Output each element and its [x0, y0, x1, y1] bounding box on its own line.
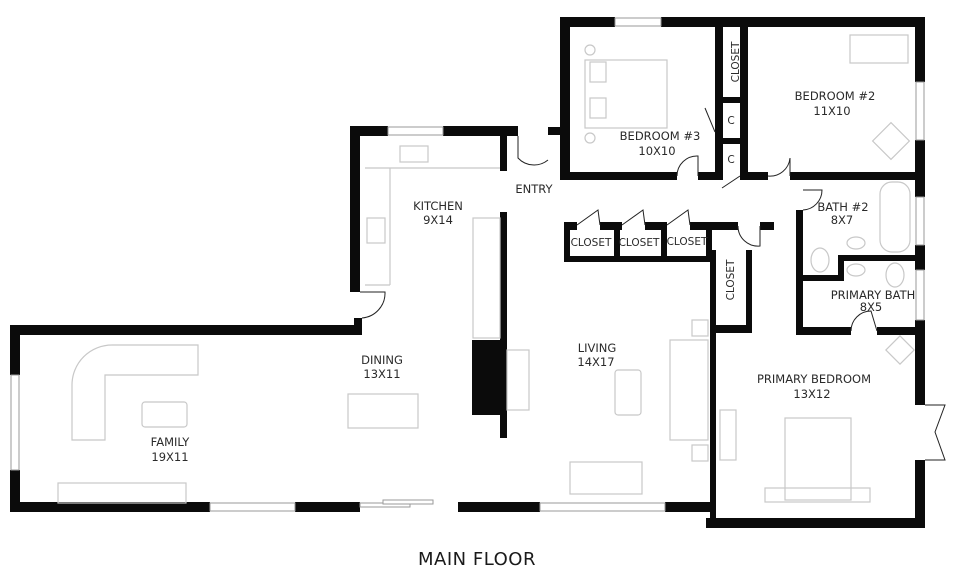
closet-c2-label: C	[727, 154, 734, 166]
room-labels: BEDROOM #3 10X10 BEDROOM #2 11X10 KITCHE…	[151, 41, 916, 464]
family-size: 19X11	[151, 450, 188, 464]
primary-bedroom-size: 13X12	[793, 387, 830, 401]
closet-c1-label: C	[727, 115, 734, 127]
hall-closet-3-label: CLOSET	[667, 236, 708, 248]
hall-closet-1-label: CLOSET	[571, 237, 612, 249]
hall-closet-2-label: CLOSET	[619, 237, 660, 249]
doors	[360, 107, 946, 461]
furniture	[57, 34, 915, 504]
bedroom2-closet-label: CLOSET	[730, 41, 742, 82]
family-name: FAMILY	[151, 435, 191, 449]
kitchen-size: 9X14	[423, 213, 453, 227]
floor-title: MAIN FLOOR	[418, 549, 536, 570]
bedroom3-size: 10X10	[638, 144, 675, 158]
living-name: LIVING	[578, 341, 617, 355]
bedroom2-size: 11X10	[813, 104, 850, 118]
bath2-size: 8X7	[831, 213, 854, 227]
dining-size: 13X11	[363, 367, 400, 381]
kitchen-name: KITCHEN	[413, 199, 463, 213]
primary-bath-size: 8X5	[860, 300, 883, 314]
walls	[10, 17, 925, 528]
primary-bedroom-name: PRIMARY BEDROOM	[757, 372, 871, 386]
bedroom3-name: BEDROOM #3	[620, 129, 701, 143]
windows	[10, 17, 925, 512]
entry-name: ENTRY	[515, 182, 553, 196]
bath2-name: BATH #2	[817, 200, 868, 214]
bedroom2-name: BEDROOM #2	[795, 89, 876, 103]
primary-bath-name: PRIMARY BATH	[831, 288, 916, 302]
living-size: 14X17	[577, 355, 614, 369]
dining-name: DINING	[361, 353, 403, 367]
primary-closet-label: CLOSET	[725, 259, 737, 300]
